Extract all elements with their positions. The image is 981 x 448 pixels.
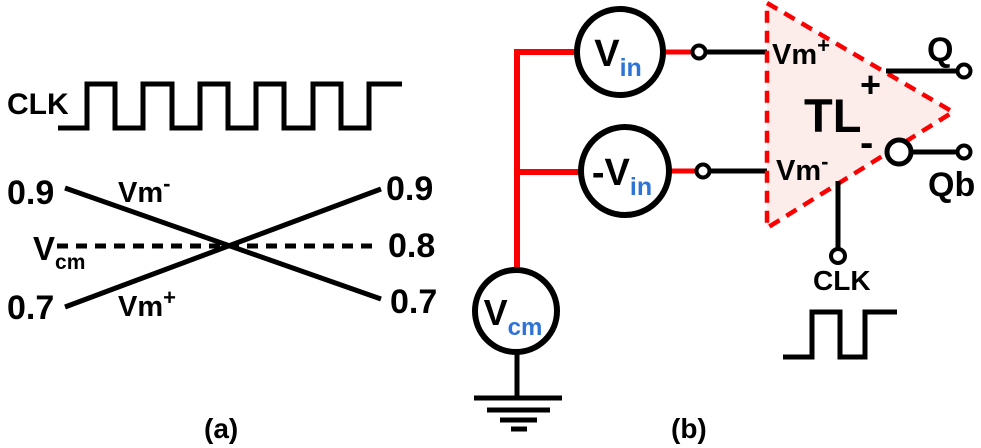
neg-vin-source-label: -Vin <box>592 152 652 201</box>
value-top-right: 0.9 <box>386 170 433 208</box>
comparator-name-label: TL <box>804 89 861 142</box>
panel-a: CLK 0.9 0.7 0.9 0.8 0.7 Vm- Vm+ Vcm (a) <box>7 81 437 444</box>
comparator-plus-sign: + <box>860 64 881 105</box>
neg-vin-source-circle <box>578 124 672 218</box>
ground-symbol <box>474 352 562 432</box>
clk-waveform <box>58 81 402 131</box>
clk-label-a: CLK <box>7 88 69 121</box>
red-bus-wire <box>514 49 577 271</box>
comparator-minus-sign: - <box>860 121 873 165</box>
panel-a-caption: (a) <box>204 413 238 444</box>
value-bottom-left: 0.7 <box>7 289 54 327</box>
panel-b: Vin -Vin Vcm Vm+ Vm- <box>472 0 975 444</box>
clk-mini-waveform <box>783 309 897 360</box>
vm-minus-label: Vm- <box>118 171 170 209</box>
qb-inversion-bubble <box>884 137 914 167</box>
comparator-in-plus-label: Vm+ <box>772 33 830 71</box>
q-terminal-circle <box>955 62 973 80</box>
value-bottom-right: 0.7 <box>390 283 437 321</box>
qb-label: Qb <box>928 166 975 204</box>
panel-b-caption: (b) <box>671 413 707 444</box>
clk-label-b: CLK <box>813 265 871 296</box>
vm-plus-label: Vm+ <box>118 285 176 323</box>
value-mid-right: 0.8 <box>388 227 435 265</box>
value-top-left: 0.9 <box>7 174 54 212</box>
vin-source-label: Vin <box>594 33 642 82</box>
comparator-triangle <box>764 0 958 233</box>
vcm-label-a: Vcm <box>33 230 85 274</box>
q-label: Q <box>927 31 953 69</box>
clk-terminal-circle <box>829 247 847 265</box>
vm-plus-trace <box>64 186 382 310</box>
vcm-source-label: Vcm <box>484 292 543 341</box>
vin-terminal-circle <box>690 43 708 61</box>
vin-source-circle <box>574 6 666 98</box>
neg-vin-terminal-circle <box>694 162 712 180</box>
qb-terminal-circle <box>955 143 973 161</box>
vm-minus-trace <box>64 185 382 302</box>
comparator-in-minus-label: Vm- <box>776 149 828 187</box>
